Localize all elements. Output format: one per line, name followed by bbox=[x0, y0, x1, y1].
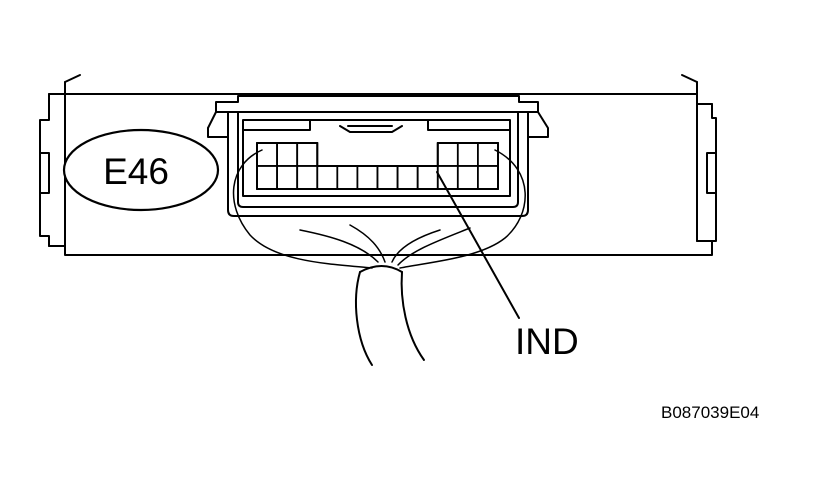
pin-cavity bbox=[256, 165, 279, 190]
pin-cavity bbox=[356, 165, 379, 190]
figure-code: B087039E04 bbox=[661, 403, 759, 422]
pin-grid bbox=[256, 142, 499, 190]
pin-cavity bbox=[276, 165, 299, 190]
pin-block-outline bbox=[256, 142, 499, 190]
ind-leader-line bbox=[436, 171, 520, 319]
pin-cavity bbox=[336, 165, 359, 190]
connector-label: E46 bbox=[103, 151, 169, 192]
pin-cavity bbox=[396, 165, 419, 190]
pin-cavity bbox=[416, 165, 439, 190]
pin-cavity bbox=[256, 142, 279, 167]
pin-cavity bbox=[476, 142, 499, 167]
connector-label-badge: E46 bbox=[62, 128, 220, 212]
pin-label: IND bbox=[515, 321, 579, 362]
pin-cavity bbox=[376, 165, 399, 190]
pin-cavity bbox=[296, 142, 319, 167]
ecu-housing bbox=[39, 74, 717, 256]
connector-shell bbox=[207, 95, 549, 217]
pin-cavity bbox=[296, 165, 319, 190]
pin-cavity bbox=[316, 165, 339, 190]
pin-cavity bbox=[436, 142, 459, 167]
pin-cavity bbox=[276, 142, 299, 167]
wire-harness bbox=[232, 149, 526, 366]
pin-cavity bbox=[456, 142, 479, 167]
pin-cavity bbox=[456, 165, 479, 190]
pin-cavity bbox=[476, 165, 499, 190]
